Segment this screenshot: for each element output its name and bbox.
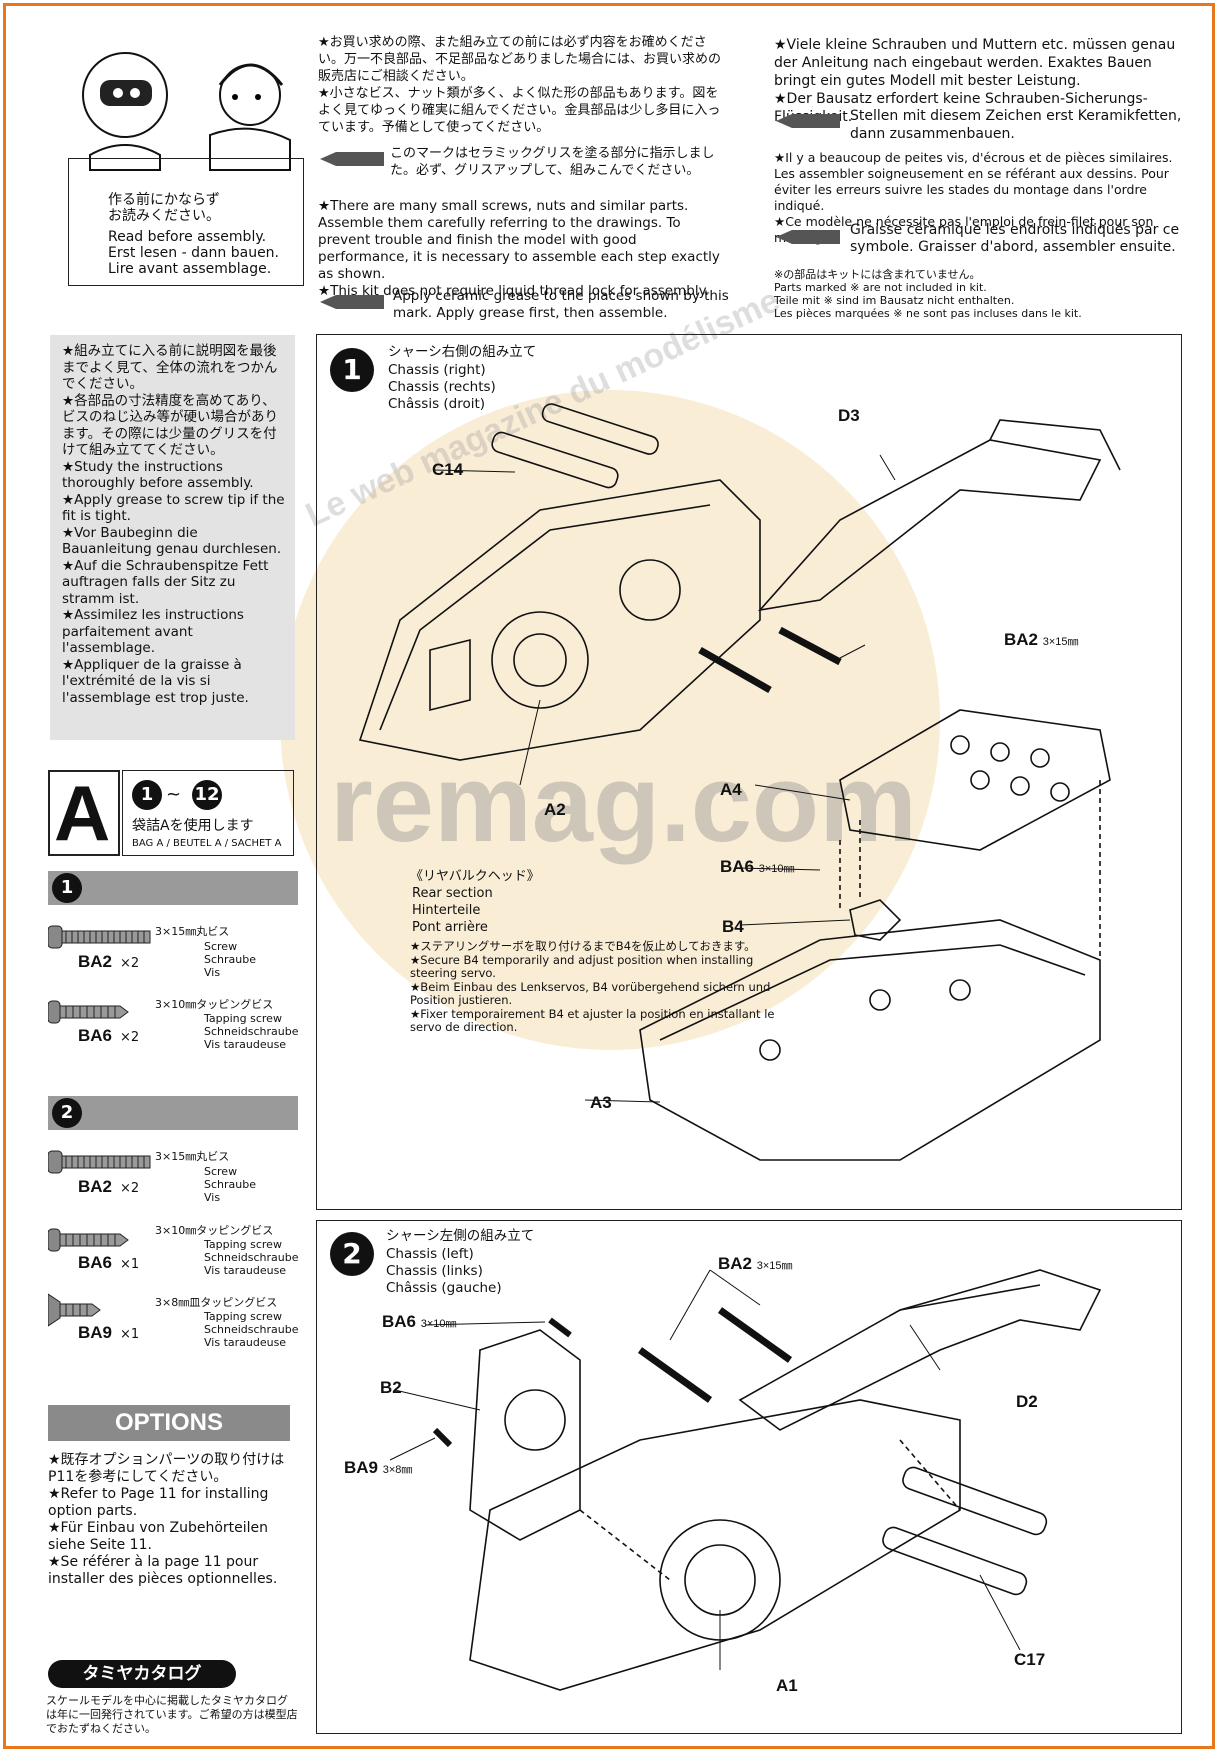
screw-ba6-icon xyxy=(48,1228,129,1252)
bag-multilang: BAG A / BEUTEL A / SACHET A xyxy=(132,838,282,849)
en-instructions: ★There are many small screws, nuts and s… xyxy=(318,198,720,299)
screw-ba2-dim: 3×15㎜丸ビス xyxy=(155,925,230,938)
screw-ba2-code: BA2 xyxy=(78,1177,113,1196)
part-ba2: BA2 3×15㎜ xyxy=(1004,630,1079,649)
note-jp: 作る前にかならず お読みください。 xyxy=(108,192,220,224)
step2-title-fr: Châssis (gauche) xyxy=(386,1280,502,1296)
options-title: OPTIONS xyxy=(48,1405,290,1441)
part-a2: A2 xyxy=(544,800,566,819)
tips-box xyxy=(50,335,295,740)
watermark-disc xyxy=(280,390,940,1050)
step1-panel xyxy=(316,334,1182,1210)
part-ba6: BA6 3×10㎜ xyxy=(382,1312,457,1331)
cartoon-illustration xyxy=(82,52,291,171)
screw-ba2-qty: ×2 xyxy=(120,1181,140,1196)
note-fr: Lire avant assemblage. xyxy=(108,261,272,277)
screw-ba9-code: BA9 xyxy=(78,1323,113,1342)
screw-ba6-qty: ×2 xyxy=(120,1030,140,1045)
sidebar-tips: ★組み立てに入る前に説明図を最後までよく見て、全体の流れをつかんでください。 ★… xyxy=(62,343,285,706)
screw-ba9-icon xyxy=(48,1293,101,1327)
jp-instructions: ★お買い求めの際、また組み立ての前には必ず内容をお確めください。万一不良部品、不… xyxy=(318,35,722,135)
catalog-text: スケールモデルを中心に掲載したタミヤカタログは年に一回発行されています。ご希望の… xyxy=(46,1694,298,1735)
screw-ba6-desc: Tapping screw Schneidschraube Vis taraud… xyxy=(204,1238,299,1277)
en-grease-note: Apply ceramic grease to the places shown… xyxy=(393,288,729,321)
note-en: Read before assembly. xyxy=(108,229,267,245)
step1-title-jp: シャーシ右側の組み立て xyxy=(388,344,537,360)
step2-chassis-drawing xyxy=(389,1269,1102,1691)
rear-section-de: Hinterteile xyxy=(412,903,481,918)
fr-instructions: ★Il y a beaucoup de peites vis, d'écrous… xyxy=(774,150,1173,245)
screw-ba9-dim: 3×8㎜皿タッピングビス xyxy=(155,1296,278,1309)
step1-number: 1 xyxy=(330,348,374,392)
part-a1: A1 xyxy=(776,1676,798,1695)
screw-ba9-desc: Tapping screw Schneidschraube Vis taraud… xyxy=(204,1310,299,1349)
screw-ba6-dim: 3×10㎜タッピングビス xyxy=(155,998,274,1011)
screw-ba6-qty: ×1 xyxy=(120,1257,140,1272)
step1-chassis-drawing xyxy=(358,403,1121,1161)
step2-title-de: Chassis (links) xyxy=(386,1263,483,1279)
step2-title-en: Chassis (left) xyxy=(386,1246,474,1262)
screw-ba2-desc: Screw Schraube Vis xyxy=(204,1165,256,1204)
rear-section-en: Rear section xyxy=(412,886,493,901)
grease-mark-icon xyxy=(318,293,388,311)
rear-section-fr: Pont arrière xyxy=(412,920,488,935)
part-d3: D3 xyxy=(838,406,860,425)
part-ba6: BA6 3×10㎜ xyxy=(720,857,795,876)
page-border xyxy=(3,3,1215,1749)
step1-title-de: Chassis (rechts) xyxy=(388,379,496,395)
sidebar-step1-number: 1 xyxy=(52,873,82,903)
bag-letter: A xyxy=(54,769,111,857)
screw-ba2-icon xyxy=(48,1150,151,1174)
de-instructions: ★Viele kleine Schrauben und Muttern etc.… xyxy=(774,37,1176,125)
screw-ba6-code: BA6 xyxy=(78,1026,113,1045)
step2-number: 2 xyxy=(330,1232,374,1276)
fr-grease-note: Graisse céramique les endroits indiqués … xyxy=(850,222,1180,255)
part-b2: B2 xyxy=(380,1378,402,1397)
screw-ba6-desc: Tapping screw Schneidschraube Vis taraud… xyxy=(204,1012,299,1051)
rear-section-jp: 《リヤバルクヘッド》 xyxy=(410,869,540,884)
rear-section-notes: ★ステアリングサーボを取り付けるまでB4を仮止めしておきます。 ★Secure … xyxy=(410,939,775,1034)
grease-mark-icon xyxy=(774,112,844,130)
screw-ba2-dim: 3×15㎜丸ビス xyxy=(155,1150,230,1163)
step1-title-fr: Châssis (droit) xyxy=(388,396,486,412)
not-included-note: ※の部品はキットには含まれていません。 Parts marked ※ are n… xyxy=(774,268,1082,320)
bag-letter-box xyxy=(48,770,120,856)
part-c14: C14 xyxy=(432,460,464,479)
screw-ba2-icon xyxy=(48,925,151,949)
watermark-logo: remag.com xyxy=(330,742,917,865)
read-first-sign xyxy=(68,158,304,286)
sidebar-step2-number: 2 xyxy=(52,1098,82,1128)
note-de: Erst lesen - dann bauen. xyxy=(108,245,280,261)
part-d2: D2 xyxy=(1016,1392,1038,1411)
part-b4: B4 xyxy=(722,917,744,936)
jp-grease-note: このマークはセラミックグリスを塗る部分に指示しました。必ず、グリスアップして、組… xyxy=(390,146,715,178)
screw-ba2-code: BA2 xyxy=(78,952,113,971)
step2-title-jp: シャーシ左側の組み立て xyxy=(386,1228,535,1244)
screw-ba6-icon xyxy=(48,1000,129,1024)
screw-ba9-qty: ×1 xyxy=(120,1327,140,1342)
de-grease-note: Stellen mit diesem Zeichen erst Keramikf… xyxy=(850,108,1182,142)
grease-mark-icon xyxy=(774,228,844,246)
step2-panel xyxy=(316,1220,1182,1734)
screw-ba6-dim: 3×10㎜タッピングビス xyxy=(155,1224,274,1237)
part-ba2: BA2 3×15㎜ xyxy=(718,1254,793,1273)
part-a4: A4 xyxy=(720,780,742,799)
part-a3: A3 xyxy=(590,1093,612,1112)
bag-jp: 袋詰Aを使用します xyxy=(132,818,254,834)
bag-to-number: 12 xyxy=(192,780,222,810)
grease-mark-icon xyxy=(318,150,388,168)
screw-ba6-code: BA6 xyxy=(78,1253,113,1272)
bag-info-box xyxy=(122,770,294,856)
step1-header-bar xyxy=(48,871,298,905)
options-text: ★既存オプションパーツの取り付けはP11を参考にしてください。 ★Refer t… xyxy=(48,1452,285,1587)
part-ba9: BA9 3×8㎜ xyxy=(344,1458,413,1477)
bag-tilde: ~ xyxy=(166,784,182,805)
screw-ba2-qty: ×2 xyxy=(120,956,140,971)
step1-title-en: Chassis (right) xyxy=(388,362,486,378)
screw-ba2-desc: Screw Schraube Vis xyxy=(204,940,256,979)
part-c17: C17 xyxy=(1014,1650,1046,1669)
catalog-title: タミヤカタログ xyxy=(48,1660,236,1688)
step2-header-bar xyxy=(48,1096,298,1130)
bag-from-number: 1 xyxy=(132,780,162,810)
